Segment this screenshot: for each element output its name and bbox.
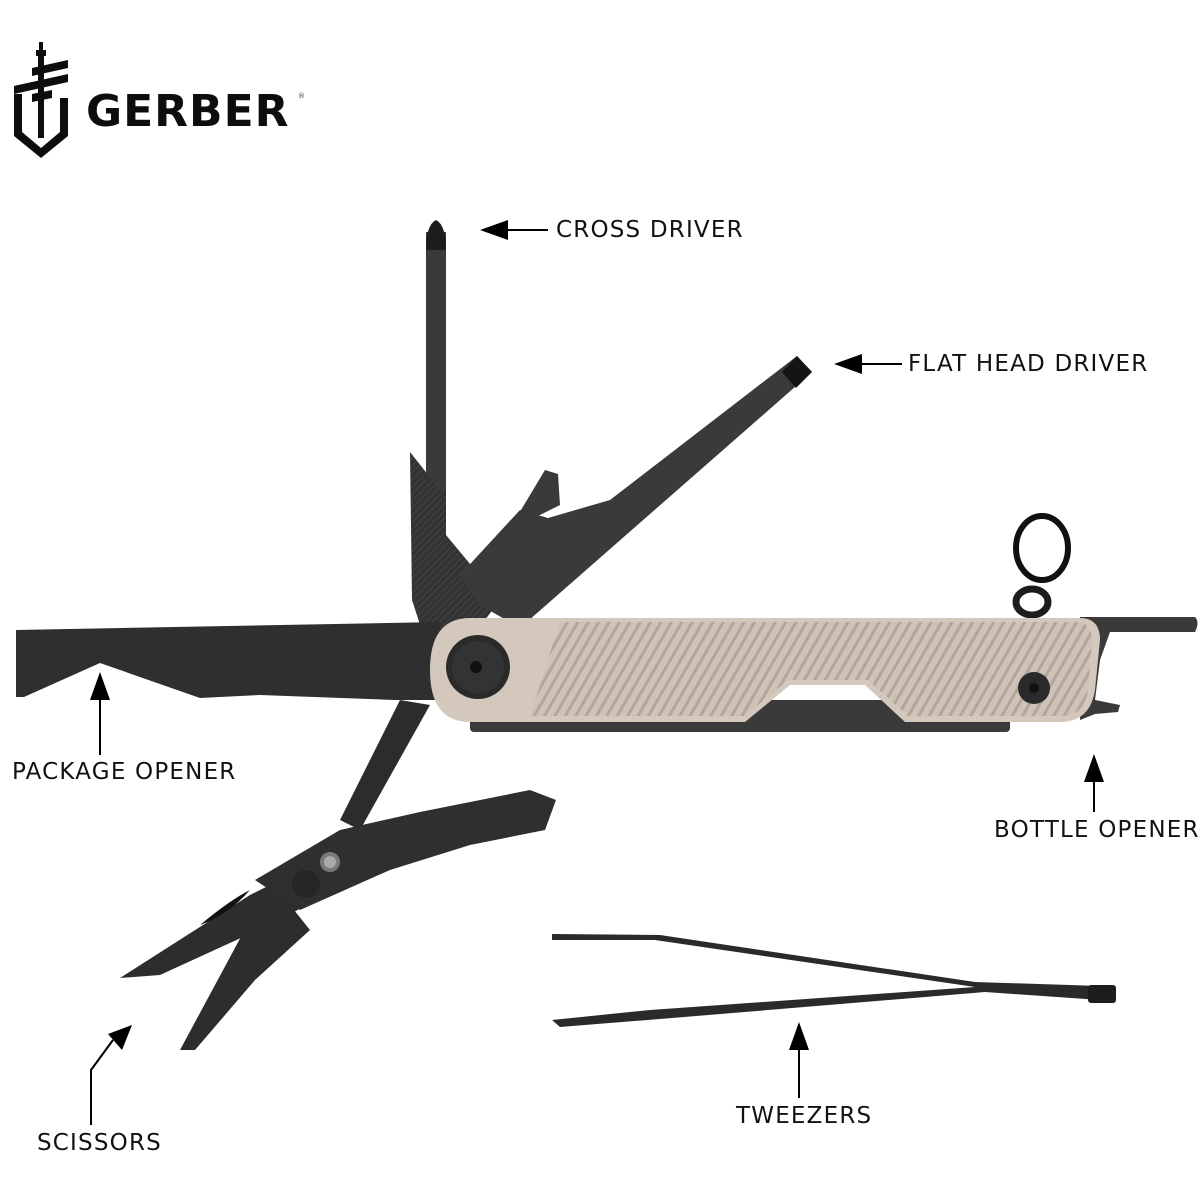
callout-cross-driver: CROSS DRIVER (556, 217, 744, 243)
callout-flat-head-driver: FLAT HEAD DRIVER (908, 351, 1149, 377)
brand-wordmark: GERBER (86, 86, 290, 137)
callout-tweezers: TWEEZERS (736, 1103, 873, 1129)
callout-bottle-opener: BOTTLE OPENER (994, 817, 1200, 843)
flat-head-driver-tool (460, 356, 812, 628)
key-ring (1012, 513, 1071, 619)
registered-mark: ® (298, 92, 305, 100)
arrows (90, 220, 1104, 1125)
tweezers-tool (552, 934, 1116, 1027)
package-opener-tool (16, 622, 440, 700)
callout-scissors: SCISSORS (37, 1130, 162, 1156)
callout-package-opener: PACKAGE OPENER (12, 759, 237, 785)
sword-shield-icon (14, 42, 68, 158)
handle (430, 618, 1100, 722)
scissors-tool (120, 700, 556, 1050)
cross-driver-tool (410, 220, 500, 660)
